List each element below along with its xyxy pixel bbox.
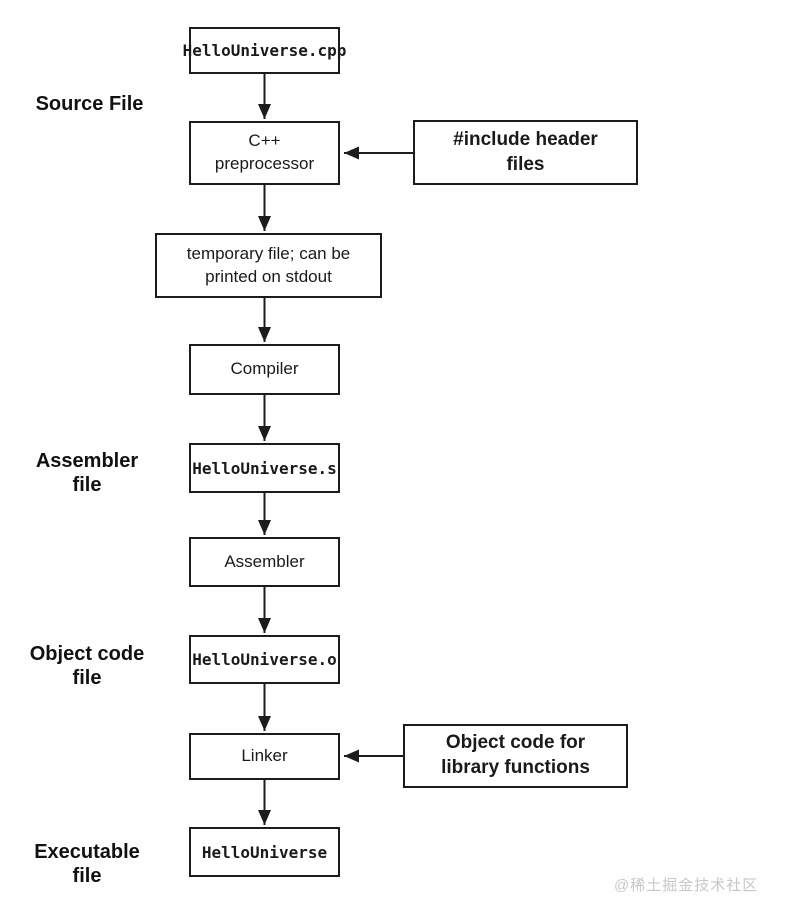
watermark-text: @稀土掘金技术社区 bbox=[614, 877, 759, 894]
node-include-headers: #include header files bbox=[413, 120, 638, 185]
label-source-file: Source File bbox=[35, 93, 144, 115]
node-executable: HelloUniverse bbox=[189, 827, 340, 877]
node-assembler: Assembler bbox=[189, 537, 340, 587]
label-object-code-file: Object code file bbox=[29, 643, 145, 689]
node-object-file: HelloUniverse.o bbox=[189, 635, 340, 684]
node-preprocessor: C++ preprocessor bbox=[189, 121, 340, 185]
node-compiler: Compiler bbox=[189, 344, 340, 395]
node-source-file: HelloUniverse.cpp bbox=[183, 27, 346, 74]
node-temp-file: temporary file; can be printed on stdout bbox=[155, 233, 382, 298]
node-assembly-file: HelloUniverse.s bbox=[189, 443, 340, 493]
node-library-objects: Object code for library functions bbox=[403, 724, 628, 788]
node-linker: Linker bbox=[189, 733, 340, 780]
label-executable-file: Executable file bbox=[34, 841, 140, 887]
label-assembler-file: Assembler file bbox=[35, 450, 139, 496]
